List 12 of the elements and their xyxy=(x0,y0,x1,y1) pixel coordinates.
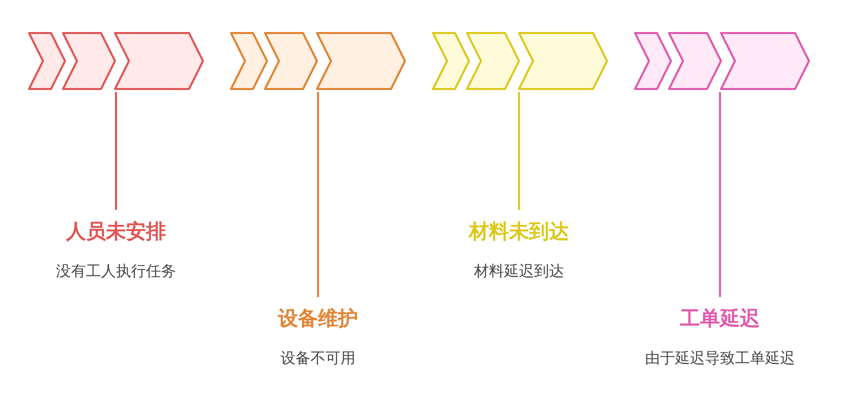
step-description: 由于延迟导致工单延迟 xyxy=(644,348,796,369)
step-description: 设备不可用 xyxy=(280,348,356,369)
connector-line xyxy=(317,92,319,297)
connector-line xyxy=(115,92,117,210)
connector-line xyxy=(719,92,721,297)
step-heading: 材料未到达 xyxy=(467,218,570,244)
step-description: 没有工人执行任务 xyxy=(55,261,177,282)
step-heading: 工单延迟 xyxy=(679,305,761,331)
step-description: 材料延迟到达 xyxy=(473,261,565,282)
connector-line xyxy=(518,92,520,210)
step-heading: 人员未安排 xyxy=(64,218,167,244)
step-heading: 设备维护 xyxy=(276,305,359,331)
